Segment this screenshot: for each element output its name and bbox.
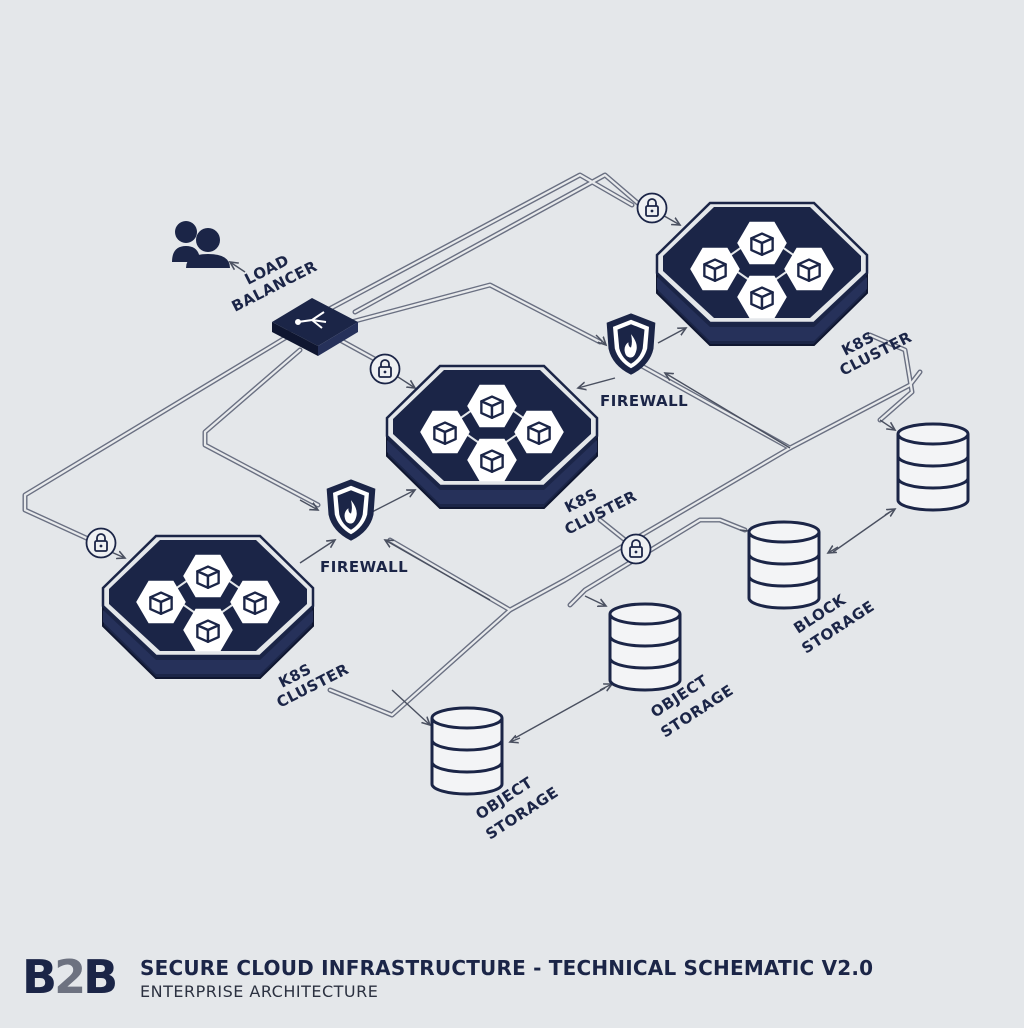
k8s-cluster-center [387, 366, 597, 508]
firewall-right-label: FIREWALL [600, 392, 688, 410]
schematic-title: SECURE CLOUD INFRASTRUCTURE - TECHNICAL … [140, 956, 874, 980]
schematic-subtitle: ENTERPRISE ARCHITECTURE [140, 982, 379, 1001]
object-storage-middle-icon [608, 602, 682, 692]
block-storage-center-icon [747, 520, 821, 610]
firewall-left-icon [326, 479, 376, 541]
logo-part-3: B [83, 950, 118, 1004]
object-storage-bottom-icon [430, 706, 504, 796]
block-storage-right-icon [896, 422, 970, 512]
lock-icon [85, 527, 117, 559]
footer: B2B SECURE CLOUD INFRASTRUCTURE - TECHNI… [22, 952, 1002, 1002]
firewall-right-icon [606, 313, 656, 375]
logo-part-2: 2 [54, 950, 86, 1004]
logo-part-1: B [22, 950, 57, 1004]
firewall-left-label: FIREWALL [320, 558, 408, 576]
storage-links [514, 511, 891, 739]
k8s-cluster-left [103, 536, 313, 678]
k8s-cluster-right [657, 203, 867, 345]
lock-icon [369, 353, 401, 385]
load-balancer-icon [272, 298, 358, 356]
company-logo: B2B [22, 950, 118, 1004]
connection-lines [22, 172, 923, 718]
user-icon [172, 221, 230, 268]
lock-icon [636, 192, 668, 224]
unlock-icon [620, 533, 652, 565]
